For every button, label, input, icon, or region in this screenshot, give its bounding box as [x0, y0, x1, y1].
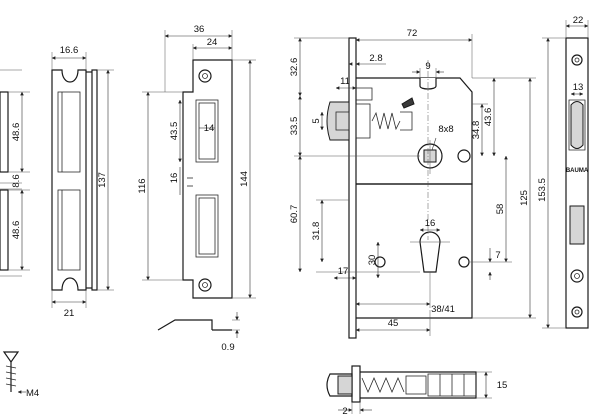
view-latch-top: 15 2 — [326, 365, 508, 417]
dim-22: 22 — [573, 15, 584, 26]
dim-125: 125 — [519, 190, 530, 206]
dim-17: 17 — [338, 266, 349, 277]
dim-16-cylinder: 16 — [425, 218, 436, 229]
dim-24: 24 — [207, 37, 218, 48]
dim-153-5: 153.5 — [537, 178, 548, 202]
dim-48-6-lower: 48.6 — [11, 221, 22, 240]
dim-38-41: 38/41 — [431, 304, 455, 315]
dim-31-8: 31.8 — [311, 222, 322, 241]
view-screw: M4 — [2, 351, 39, 399]
dim-16-strike: 16 — [169, 173, 180, 184]
view-faceplate-front: BAUMA 22 13 153.5 — [537, 15, 589, 329]
dim-34-8: 34.8 — [471, 121, 482, 140]
dim-0-9: 0.9 — [221, 342, 234, 353]
dim-137: 137 — [97, 172, 108, 188]
dim-15: 15 — [497, 380, 508, 391]
dim-13: 13 — [573, 82, 584, 93]
dim-72: 72 — [407, 28, 418, 39]
dim-m4: M4 — [26, 388, 39, 399]
dim-144: 144 — [239, 171, 250, 187]
dim-11: 11 — [340, 76, 350, 87]
view-strike-side: 16.6 48.6 8.6 48.6 137 21 — [8, 45, 114, 319]
dim-8x8: 8x8 — [438, 124, 453, 135]
dim-116: 116 — [137, 178, 148, 193]
dim-30: 30 — [367, 255, 378, 266]
dim-14: 14 — [204, 123, 215, 134]
view-lock-body: 72 2.8 9 32.6 11 33.5 5 8x8 34.8 43.6 12… — [289, 28, 536, 339]
view-strike-cutoff — [0, 69, 22, 277]
dim-2-8: 2.8 — [369, 53, 382, 64]
dim-58: 58 — [495, 204, 506, 215]
dim-16-6: 16.6 — [60, 45, 79, 56]
dim-36: 36 — [194, 24, 205, 35]
dim-43-6: 43.6 — [483, 108, 494, 127]
dim-8-6: 8.6 — [11, 174, 22, 187]
dim-9: 9 — [425, 61, 430, 72]
dim-33-5: 33.5 — [289, 117, 300, 136]
dim-32-6: 32.6 — [289, 58, 300, 77]
dim-60-7: 60.7 — [289, 205, 300, 224]
view-strike-front: 36 24 43.5 14 116 16 144 0.9 — [137, 24, 256, 353]
dim-5: 5 — [311, 118, 322, 123]
dim-48-6-upper: 48.6 — [11, 123, 22, 142]
brand-mark: BAUMA — [566, 168, 589, 174]
dim-45: 45 — [388, 318, 399, 329]
dim-21: 21 — [64, 308, 75, 319]
dim-7: 7 — [495, 250, 500, 261]
dim-2: 2 — [342, 406, 347, 417]
dim-43-5: 43.5 — [169, 122, 180, 141]
